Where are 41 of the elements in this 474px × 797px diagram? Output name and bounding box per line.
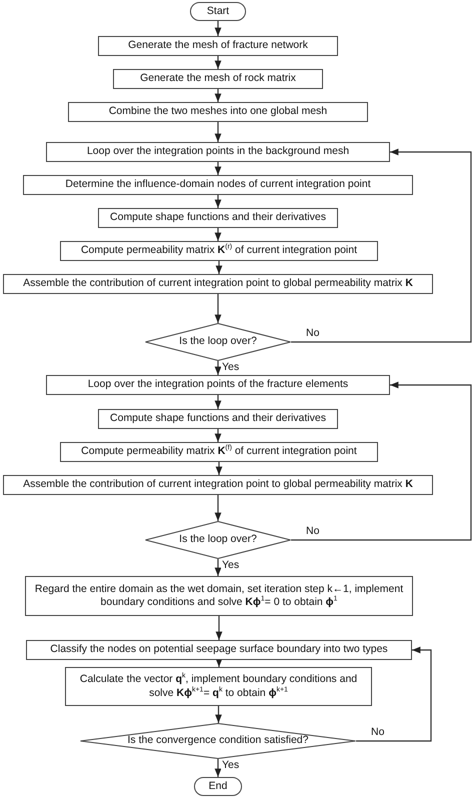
arrow [214, 495, 222, 521]
process-box: Compute permeability matrix K$^{(r)}$ of current integration point [60, 241, 378, 261]
process-box: Compute shape functions and their derivatives [98, 409, 338, 429]
arrow [214, 294, 222, 323]
arrow [216, 462, 222, 475]
arrow [291, 148, 472, 343]
process-box: Determine the influence-domain nodes of current integration point [23, 175, 413, 195]
edge-label: Yes [221, 760, 240, 772]
process-box: Assemble the contribution of current integration point to global permeability matrix K [3, 475, 433, 495]
process-box: Generate the mesh of rock matrix [113, 69, 323, 89]
arrow [291, 382, 472, 541]
arrow [214, 162, 222, 175]
decision-diamond: Is the loop over? [145, 323, 291, 361]
arrow [215, 706, 222, 723]
process-box: Compute shape functions and their derivatives [98, 208, 338, 228]
arrow [214, 195, 222, 208]
process-box: Calculate the vector q$^{k}$, implement boundary conditions and solve Kϕ$^{k+1}$= q$^{k}$ to obtain ϕ$^{k+1}$ [65, 667, 372, 706]
decision-diamond: Is the loop over? [145, 521, 291, 559]
process-box: Loop over the integration points of the fracture elements [46, 375, 390, 395]
arrow [214, 122, 222, 142]
arrow [214, 361, 222, 375]
process-box: Compute permeability matrix K$^{(f)}$ of current integration point [60, 442, 378, 462]
arrow [216, 616, 222, 640]
arrow [356, 646, 432, 742]
decision-diamond: Is the convergence condition satisfied? [80, 723, 356, 759]
arrow [214, 759, 222, 777]
arrow [216, 658, 222, 667]
arrow [214, 56, 222, 69]
process-box: Combine the two meshes into one global mesh [68, 102, 368, 122]
arrow [214, 429, 222, 442]
process-box: Loop over the integration points in the background mesh [46, 142, 390, 162]
process-box: Classify the nodes on potential seepage surface boundary into two types [26, 640, 412, 660]
arrow [214, 395, 222, 409]
arrow [214, 228, 222, 241]
process-box: Regard the entire domain as the wet domain, set iteration step k←1, implement boundary conditions and solve Kϕ$^{1}$= 0 to obtain ϕ$^{1}$ [25, 576, 413, 616]
process-box: Generate the mesh of fracture network [98, 36, 338, 56]
process-box: Assemble the contribution of current integration point to global permeability matrix K [3, 274, 433, 294]
arrow [216, 261, 222, 274]
arrow [214, 89, 222, 102]
arrow [214, 21, 222, 36]
arrow [214, 559, 222, 576]
